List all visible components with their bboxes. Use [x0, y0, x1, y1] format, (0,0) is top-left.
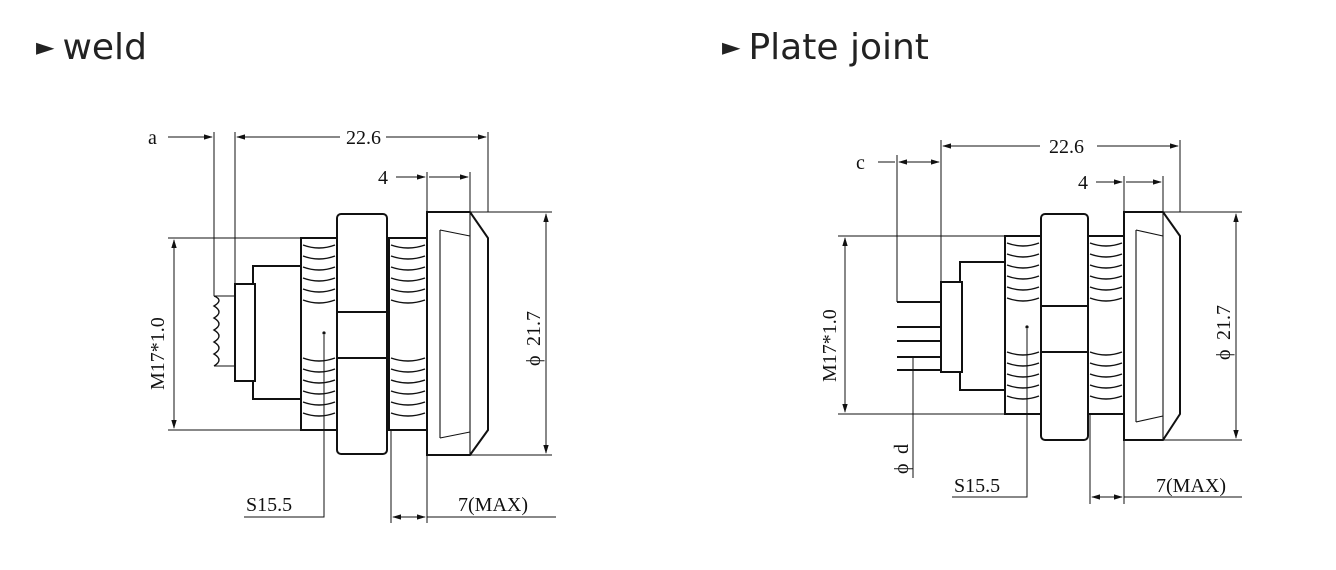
- dim-label-c: c: [856, 152, 865, 174]
- bullet-triangle-icon: ►: [36, 33, 55, 61]
- front-flange: [1123, 211, 1181, 441]
- dim-label-max: 7(MAX): [458, 494, 528, 516]
- rear-insulator: [252, 265, 302, 400]
- pin-block: [940, 281, 963, 373]
- dim-label-pin: d: [891, 444, 913, 454]
- dim-label-length: 22.6: [346, 127, 381, 149]
- section-heading-weld: ► weld: [36, 22, 147, 72]
- weld-connector-drawing: a 22.6 4 M17*1.0 ϕ 21.7 S15.5 7(MAX): [147, 127, 556, 523]
- dim-label-thread: M17*1.0: [819, 309, 841, 382]
- plate-joint-connector-drawing: c 22.6 4 M17*1.0 ϕ 21.7 ϕ d S15.5: [819, 136, 1242, 504]
- dim-label-length: 22.6: [1049, 136, 1084, 158]
- solder-cup-block: [234, 283, 256, 382]
- section-title-weld: weld: [62, 26, 147, 68]
- dim-label-thread: M17*1.0: [147, 317, 169, 390]
- bullet-triangle-icon: ►: [722, 33, 741, 61]
- dim-label-diameter-symbol: ϕ: [523, 355, 545, 366]
- dim-label-diameter: 21.7: [1213, 305, 1235, 340]
- solder-cups: [212, 295, 220, 367]
- section-title-plate-joint: Plate joint: [748, 26, 929, 68]
- dim-label-hex: S15.5: [246, 494, 292, 516]
- threaded-shell: [300, 237, 338, 431]
- hex-flat: [1040, 305, 1089, 353]
- front-flange: [426, 211, 489, 456]
- dim-label-max: 7(MAX): [1156, 475, 1226, 497]
- section-heading-plate-joint: ► Plate joint: [722, 22, 929, 72]
- hex-flat: [336, 311, 388, 359]
- dim-label-diameter-symbol: ϕ: [1213, 349, 1235, 360]
- dim-label-pin-symbol: ϕ: [891, 463, 913, 474]
- dim-label-hex: S15.5: [954, 475, 1000, 497]
- threaded-shell-front: [388, 237, 428, 431]
- dim-label-four: 4: [1078, 172, 1088, 194]
- dim-label-diameter: 21.7: [523, 311, 545, 346]
- rear-insulator: [959, 261, 1006, 391]
- dim-label-four: 4: [378, 167, 388, 189]
- dim-label-a: a: [148, 127, 157, 149]
